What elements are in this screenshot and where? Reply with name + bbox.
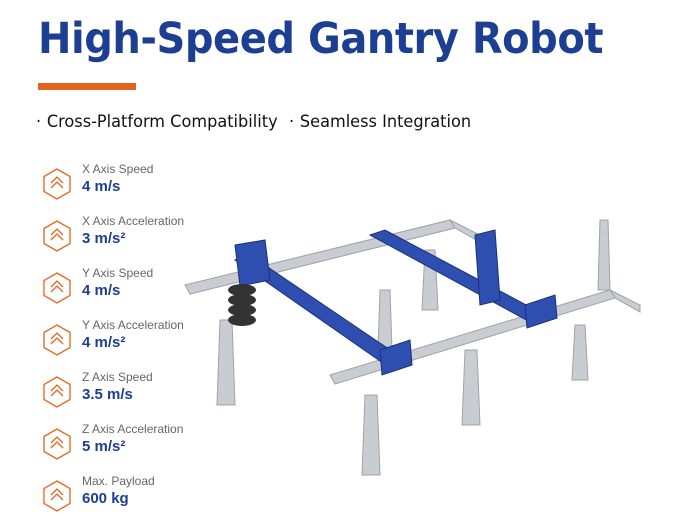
- z-axis-speed-icon: [43, 376, 71, 408]
- z-axis-acceleration-icon: [43, 428, 71, 460]
- spec-value: 5 m/s²: [82, 438, 126, 455]
- spec-item: Y Axis Speed 4 m/s: [42, 266, 242, 312]
- spec-label: Y Axis Speed: [82, 266, 154, 280]
- y-axis-acceleration-icon: [43, 324, 71, 356]
- feature-item: ·Seamless Integration: [289, 112, 472, 132]
- spec-value: 3.5 m/s: [82, 386, 133, 403]
- spec-value: 600 kg: [82, 490, 129, 507]
- spec-label: Z Axis Acceleration: [82, 422, 184, 436]
- spec-item: Max. Payload 600 kg: [42, 474, 242, 520]
- payload-hook-icon: [43, 480, 71, 512]
- spec-label: Z Axis Speed: [82, 370, 153, 384]
- feature-item: ·Cross-Platform Compatibility: [36, 112, 278, 132]
- feature-text: Cross-Platform Compatibility: [46, 112, 278, 132]
- x-axis-acceleration-icon: [43, 220, 71, 252]
- spec-label: Max. Payload: [82, 474, 155, 488]
- spec-item: X Axis Acceleration 3 m/s²: [42, 214, 242, 260]
- feature-text: Seamless Integration: [299, 112, 472, 132]
- gantry-robot-image: [184, 218, 641, 476]
- spec-label: X Axis Speed: [82, 162, 154, 176]
- x-axis-speed-icon: [43, 168, 71, 200]
- spec-value: 4 m/s: [82, 282, 121, 299]
- accent-divider: [38, 83, 136, 90]
- y-axis-speed-icon: [43, 272, 71, 304]
- spec-item: Z Axis Speed 3.5 m/s: [42, 370, 242, 416]
- spec-value: 4 m/s: [82, 178, 121, 195]
- spec-item: Y Axis Acceleration 4 m/s²: [42, 318, 242, 364]
- spec-value: 3 m/s²: [82, 230, 126, 247]
- feature-list: ·Cross-Platform Compatibility ·Seamless …: [36, 112, 471, 132]
- spec-item: X Axis Speed 4 m/s: [42, 162, 242, 208]
- spec-label: X Axis Acceleration: [82, 214, 185, 228]
- spec-item: Z Axis Acceleration 5 m/s²: [42, 422, 242, 468]
- spec-value: 4 m/s²: [82, 334, 126, 351]
- page-title: High-Speed Gantry Robot: [38, 14, 603, 64]
- spec-label: Y Axis Acceleration: [82, 318, 184, 332]
